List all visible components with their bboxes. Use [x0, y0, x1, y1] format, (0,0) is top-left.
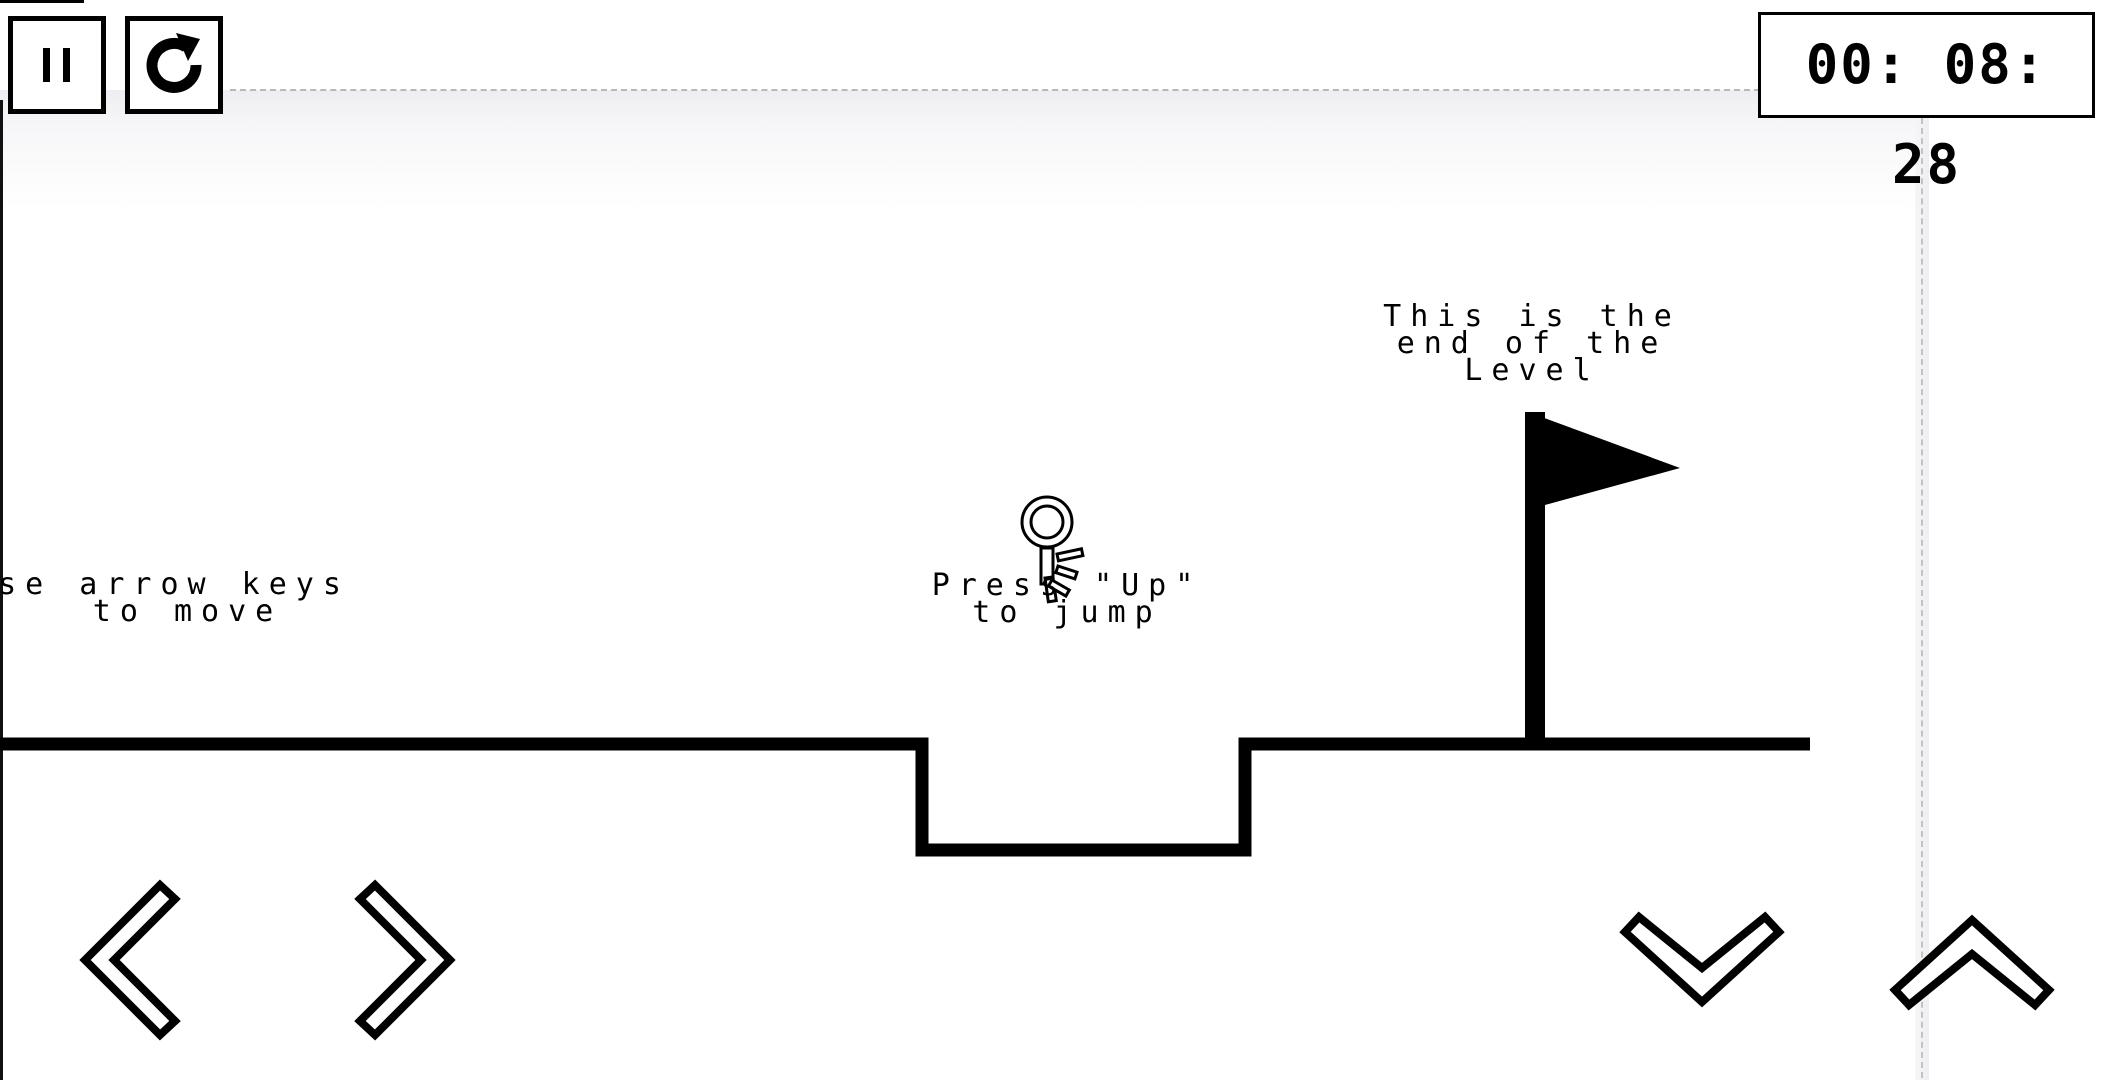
restart-button[interactable]: [125, 16, 223, 114]
move-left-button[interactable]: [70, 875, 195, 1045]
pause-button[interactable]: [8, 16, 106, 114]
hint-end-of-level: This is the end of the Level: [1383, 299, 1681, 388]
paper-background: [0, 90, 1920, 1080]
timer-display: 00: 08: 28: [1758, 12, 2095, 196]
hint-move: se arrow keys to move: [0, 567, 350, 629]
crouch-down-button[interactable]: [1615, 902, 1790, 1017]
flag-banner: [1528, 412, 1680, 505]
corner-mark: [0, 0, 84, 3]
left-edge-line: [0, 100, 3, 1080]
player-character: [1020, 495, 1085, 604]
chevron-down-icon: [1619, 911, 1785, 1008]
dashed-border-right: [1921, 118, 1923, 1078]
player-arm-back: [1053, 564, 1079, 581]
move-right-button[interactable]: [340, 875, 465, 1045]
chevron-up-icon: [1889, 914, 2055, 1011]
restart-icon: [146, 33, 202, 93]
pause-icon: [43, 48, 70, 82]
hint-jump: Press "Up" to jump: [931, 568, 1203, 630]
player-leg-back: [1046, 577, 1072, 599]
chevron-left-icon: [79, 879, 181, 1041]
flag-pole: [1525, 412, 1545, 744]
player-arm-front: [1055, 547, 1085, 563]
finish-flag: [1525, 412, 1680, 744]
chevron-right-icon: [354, 879, 456, 1041]
ground-line: [0, 737, 1810, 857]
dashed-border-top: [230, 89, 1760, 91]
jump-up-button[interactable]: [1885, 905, 2060, 1020]
player-face: [1029, 504, 1065, 540]
